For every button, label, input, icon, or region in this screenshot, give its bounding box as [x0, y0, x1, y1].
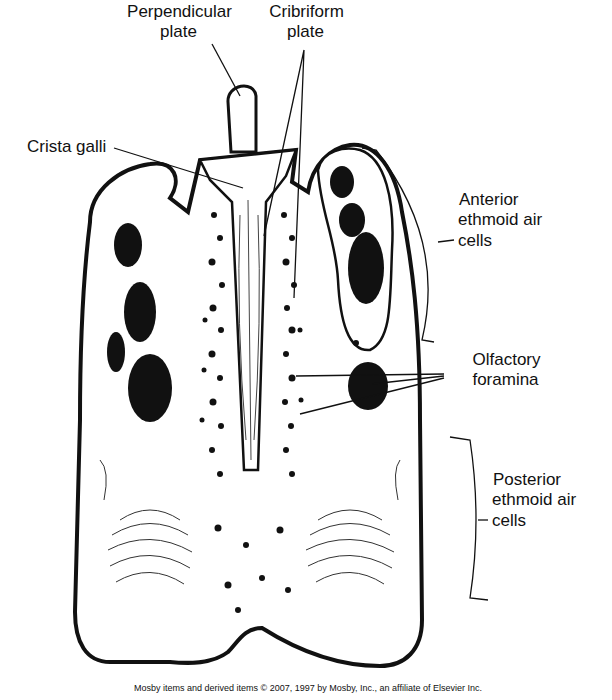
air-cell-openings: [107, 166, 388, 422]
part-label: Perpendicular plate: [126, 2, 232, 41]
region-label-box: Anterior ethmoid air cells: [458, 190, 563, 251]
copyright-note-box: Mosby items and derived items © 2007, 19…: [2, 684, 612, 694]
olfactory-foramina-dots: [200, 212, 360, 613]
leader-lines: [114, 44, 488, 600]
part-label: Olfactory foramina: [471, 350, 540, 389]
part-label-box: Olfactory foramina: [446, 350, 566, 391]
copyright-note: Mosby items and derived items © 2007, 19…: [133, 683, 483, 693]
region-label-box: Posterior ethmoid air cells: [492, 470, 592, 531]
part-label: Cribriform plate: [268, 2, 344, 41]
part-label-box: Perpendicular plate: [124, 2, 234, 43]
region-label: Anterior ethmoid air cells: [458, 190, 542, 250]
part-label-box: Crista galli: [26, 137, 116, 157]
perpendicular-plate-shape: [228, 86, 256, 152]
crista-galli-shape: [200, 150, 296, 470]
part-label-box: Cribriform plate: [256, 2, 356, 43]
part-label: Crista galli: [26, 137, 107, 156]
crista-shading: [239, 200, 259, 460]
posterior-cell-hatching: [100, 460, 400, 584]
bone-outline: [75, 145, 422, 666]
region-label: Posterior ethmoid air cells: [492, 470, 576, 530]
anterior-lobe: [318, 149, 393, 350]
